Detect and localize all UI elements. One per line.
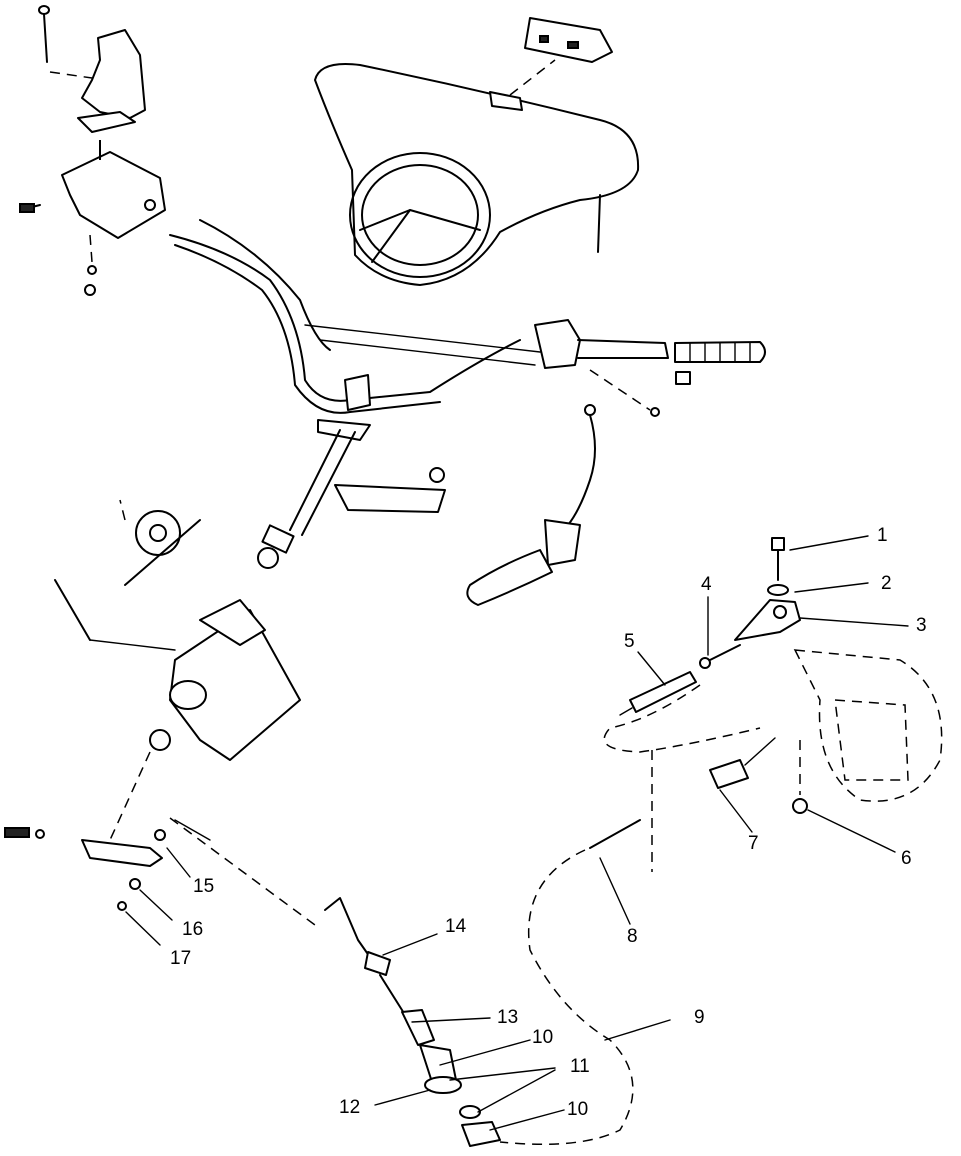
callout-17: 17 [170,948,191,969]
hood-and-steering-wheel [314,17,640,286]
callout-16: 16 [182,919,203,940]
callout-1: 1 [877,525,888,546]
speedometer-cable [169,817,501,1147]
callout-2: 2 [881,573,892,594]
callout-10-upper: 10 [532,1027,553,1048]
tether-switch [466,404,596,606]
throttle-cable-assembly [499,537,943,1145]
leader-lines [125,535,909,1131]
steering-arm [4,819,211,911]
callout-15: 15 [193,876,214,897]
callout-4: 4 [701,574,712,595]
steering-post [257,419,446,569]
callout-6: 6 [901,848,912,869]
handlebar [169,219,766,417]
callout-13: 13 [497,1007,518,1028]
callout-14: 14 [445,916,467,937]
callout-3: 3 [916,615,927,636]
callout-5: 5 [624,631,635,652]
steering-mount-bracket [54,499,301,841]
throttle-housing-assembly [19,5,166,296]
callout-8: 8 [627,926,638,947]
callout-9: 9 [694,1007,705,1028]
callout-7: 7 [748,833,759,854]
callout-12: 12 [339,1097,360,1118]
callout-labels: 1 2 3 4 5 6 7 8 9 10 11 12 13 14 15 16 1… [170,525,927,1120]
callout-11-upper: 11 [570,1056,590,1077]
callout-10-lower: 10 [567,1099,588,1120]
